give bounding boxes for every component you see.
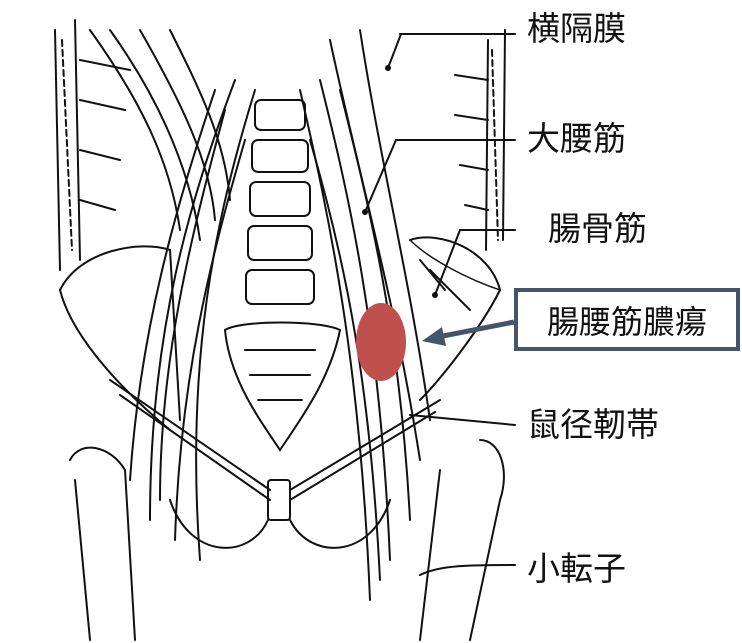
abdominal-wall-left [54,19,131,271]
label-iliopsoas-abscess: 腸腰筋膿瘍 [546,302,707,341]
leader-psoas-major [364,139,516,213]
label-lesser-trochanter: 小転子 [527,549,626,588]
upper-muscle-left [89,29,231,241]
femur-right [419,439,505,641]
lumbar-spine [223,99,342,452]
label-inguinal-ligament: 鼠径靭帯 [527,405,659,444]
callout-arrow [422,319,515,346]
psoas-left [129,79,256,561]
leader-inguinal-ligament [409,414,516,426]
abdominal-wall-right [387,29,516,251]
label-diaphragm: 横隔膜 [527,9,626,48]
leader-iliacus [434,229,516,296]
femur-left [69,446,136,641]
psoas-right [299,29,431,601]
label-iliacus: 腸骨筋 [548,209,647,248]
label-psoas-major: 大腰筋 [527,119,626,158]
leader-lesser-trochanter [419,564,516,576]
callout-box: 腸腰筋膿瘍 [514,288,740,351]
abscess-marker [356,303,406,381]
